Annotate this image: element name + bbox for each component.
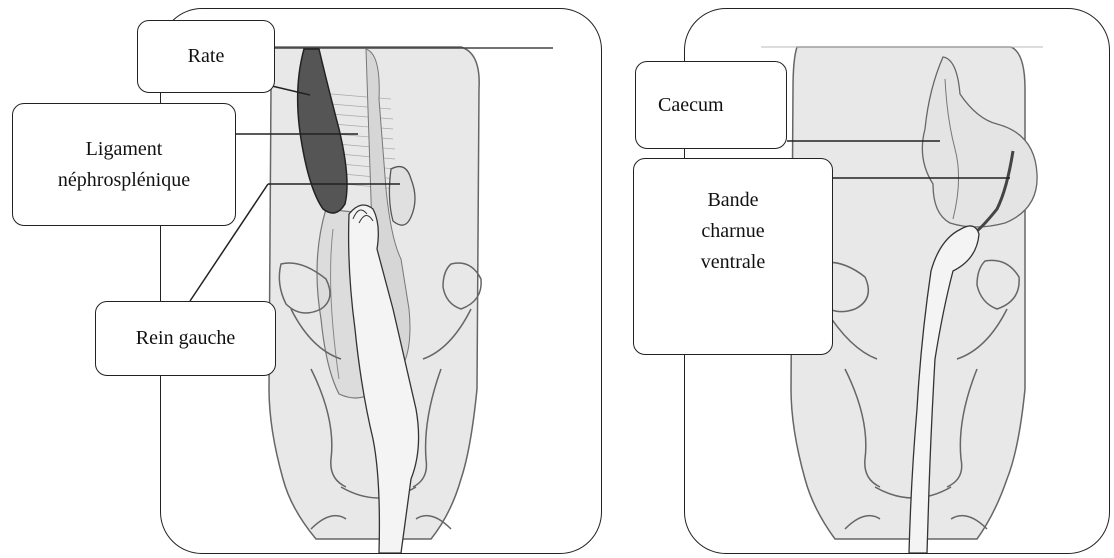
label-caecum: Caecum xyxy=(635,61,787,149)
label-ligament-text: Ligament néphrosplénique xyxy=(58,134,190,196)
label-rate-text: Rate xyxy=(188,41,225,72)
label-bande-text: Bande charnue ventrale xyxy=(701,185,765,278)
label-ligament-nephrosplenique: Ligament néphrosplénique xyxy=(12,103,236,226)
label-caecum-text: Caecum xyxy=(658,90,724,121)
label-bande-charnue-ventrale: Bande charnue ventrale xyxy=(633,158,833,355)
label-rein-text: Rein gauche xyxy=(136,323,235,354)
label-rein-gauche: Rein gauche xyxy=(95,301,276,376)
label-rate: Rate xyxy=(137,20,275,93)
